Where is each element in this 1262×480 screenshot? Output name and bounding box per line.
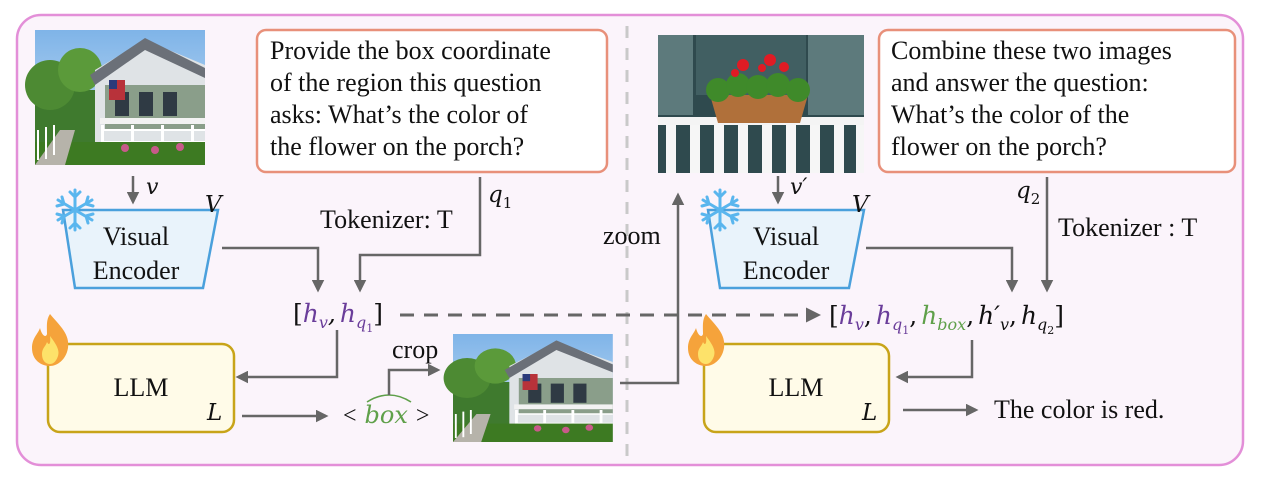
left-visual-encoder: Visual Encoder	[61, 208, 220, 290]
right-prompt-line-3: What’s the color of the	[891, 100, 1129, 129]
right-q-label: q2	[1016, 178, 1040, 208]
right-prompt-line-2: and answer the question:	[891, 68, 1149, 97]
left-q-label: q1	[488, 182, 512, 212]
left-prompt-line-1: Provide the box coordinate	[270, 36, 551, 65]
right-tokenizer-label: Tokenizer : T	[1058, 213, 1197, 242]
v-label: v	[146, 175, 159, 200]
arrow-encoder2-to-seq	[866, 246, 1019, 293]
right-token-sequence: [hv,hq1,hbox,h′v,hq2]	[829, 301, 1064, 337]
left-prompt-box: Provide the box coordinate of the region…	[255, 28, 609, 174]
right-prompt-box: Combine these two images and answer the …	[877, 28, 1237, 174]
arrow-seq2-to-llm	[895, 340, 974, 384]
left-encoder-line-1: Visual	[103, 222, 169, 251]
v-prime-label: v′	[790, 175, 807, 200]
zoomed-image	[658, 35, 864, 173]
right-llm-letter: L	[861, 400, 877, 426]
answer-text: The color is red.	[994, 395, 1164, 424]
right-llm-block: LLM L	[702, 342, 891, 434]
left-encoder-letter: V	[205, 192, 224, 218]
right-encoder-line-2: Encoder	[743, 256, 830, 285]
right-visual-encoder: Visual Encoder	[706, 208, 866, 290]
input-image	[24, 29, 206, 166]
left-llm-label: LLM	[114, 373, 169, 402]
left-prompt-line-4: the flower on the porch?	[270, 132, 524, 161]
right-encoder-line-1: Visual	[753, 222, 819, 251]
left-token-sequence: [hv,hq1]	[293, 299, 383, 335]
right-encoder-letter: V	[852, 192, 871, 218]
left-llm-letter: L	[206, 400, 222, 426]
arrow-encoder-to-seq	[222, 246, 325, 293]
crop-label: crop	[392, 335, 438, 364]
cropped-image	[442, 333, 614, 443]
right-prompt-line-4: flower on the porch?	[891, 132, 1107, 161]
right-llm-label: LLM	[769, 373, 824, 402]
zoom-label: zoom	[603, 221, 661, 250]
arrow-prompt-to-seq	[353, 177, 482, 293]
left-llm-block: LLM L	[46, 342, 236, 434]
box-token: <box>	[343, 401, 429, 429]
left-prompt-line-3: asks: What’s the color of	[270, 100, 528, 129]
right-prompt-line-1: Combine these two images	[891, 36, 1172, 65]
arrow-box-to-crop	[387, 363, 441, 395]
arrow-zoom	[620, 192, 685, 385]
left-encoder-line-2: Encoder	[93, 256, 180, 285]
left-tokenizer-label: Tokenizer: T	[320, 205, 453, 234]
arrow-seq-to-llm	[235, 330, 339, 384]
left-prompt-line-2: of the region this question	[270, 68, 542, 97]
